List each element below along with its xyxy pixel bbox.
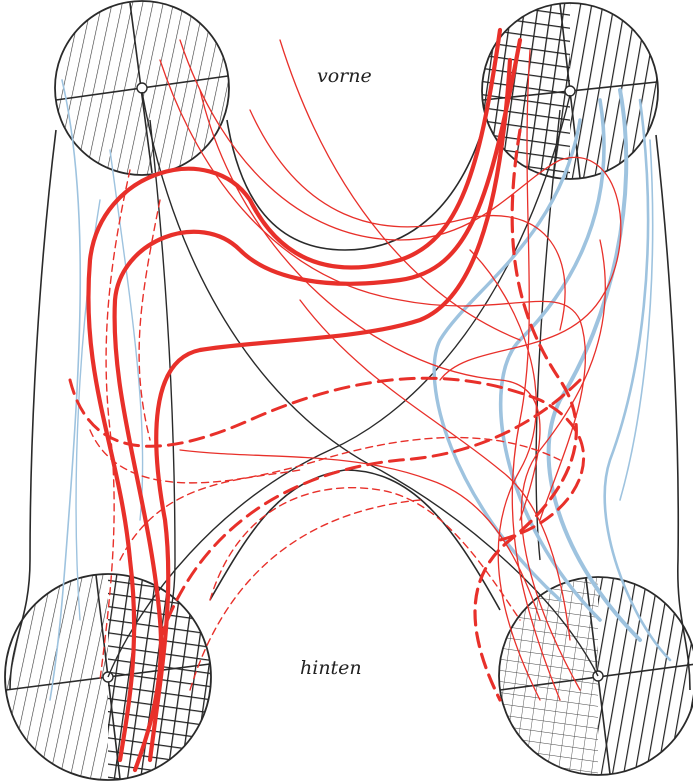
circle-bottom-right: [495, 575, 693, 780]
circle-top-right: [470, 0, 680, 190]
circle-top-left: [40, 0, 250, 190]
label-back: hinten: [300, 657, 362, 679]
label-front: vorne: [317, 65, 372, 87]
